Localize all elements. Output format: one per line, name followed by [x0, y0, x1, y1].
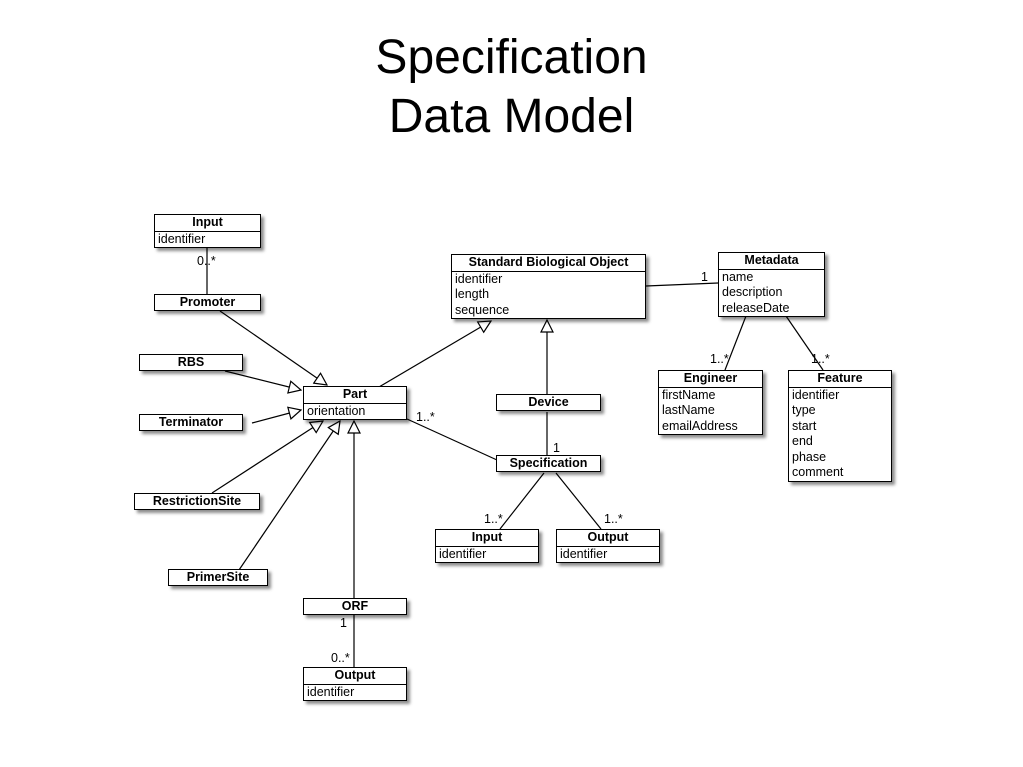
class-feature: Feature identifier type start end phase … [788, 370, 892, 482]
class-attribute: orientation [307, 403, 366, 418]
class-output-bottom: Output identifier [303, 667, 407, 701]
page-title: Specification Data Model [0, 28, 1023, 146]
class-name: Output [304, 668, 406, 685]
class-attribute: start [792, 418, 817, 433]
class-name: Standard Biological Object [452, 255, 645, 272]
class-name: PrimerSite [186, 570, 250, 584]
class-standard-biological-object: Standard Biological Object identifier le… [451, 254, 646, 319]
class-name: RBS [177, 355, 205, 369]
class-part: Part orientation [303, 386, 407, 420]
assoc-metadata-engineer [724, 315, 747, 371]
class-spec-input: Input identifier [435, 529, 539, 563]
class-attribute: identifier [455, 271, 503, 286]
class-name: Terminator [158, 415, 224, 429]
class-name: Input [155, 215, 260, 232]
class-attribute: comment [792, 465, 844, 479]
title-line-2: Data Model [388, 90, 635, 143]
class-engineer: Engineer firstName lastName emailAddress [658, 370, 763, 435]
gen-rbs-part [224, 370, 301, 390]
multiplicity-sbo-metadata: 1 [701, 270, 708, 284]
class-rbs: RBS [139, 354, 243, 371]
class-name: Part [304, 387, 406, 404]
multiplicity-metadata-engineer: 1..* [710, 352, 729, 366]
class-attribute: identifier [792, 387, 840, 402]
class-name: RestrictionSite [152, 494, 242, 508]
gen-restrictionsite-part [211, 421, 323, 494]
class-name: ORF [341, 599, 369, 613]
class-name: Input [436, 530, 538, 547]
class-specification: Specification [496, 455, 601, 472]
assoc-sbo-metadata [645, 282, 719, 287]
class-metadata: Metadata name description releaseDate [718, 252, 825, 317]
multiplicity-device-specification: 1 [553, 441, 560, 455]
class-name: Metadata [719, 253, 824, 270]
multiplicity-part-specification: 1..* [416, 410, 435, 424]
class-name: Device [528, 395, 569, 409]
class-attribute: length [455, 287, 490, 301]
class-orf: ORF [303, 598, 407, 615]
class-restriction-site: RestrictionSite [134, 493, 260, 510]
class-attribute: emailAddress [662, 418, 738, 433]
multiplicity-orf-end: 1 [340, 616, 347, 630]
assoc-spec-output [555, 472, 602, 530]
class-attribute: description [722, 285, 783, 299]
assoc-part-specification [406, 418, 498, 461]
class-input-top: Input identifier [154, 214, 261, 248]
gen-promoter-part [219, 310, 327, 385]
gen-primersite-part [238, 421, 340, 571]
class-attribute: identifier [158, 231, 206, 246]
class-name: Engineer [659, 371, 762, 388]
class-spec-output: Output identifier [556, 529, 660, 563]
class-attribute: type [792, 403, 816, 417]
class-attribute: identifier [560, 546, 608, 561]
class-attribute: identifier [439, 546, 487, 561]
class-attribute: identifier [307, 684, 355, 699]
multiplicity-input-promoter: 0..* [197, 254, 216, 268]
gen-part-sbo [378, 321, 491, 388]
class-attribute: sequence [455, 302, 510, 317]
class-device: Device [496, 394, 601, 411]
multiplicity-spec-input: 1..* [484, 512, 503, 526]
multiplicity-orf-output: 0..* [331, 651, 350, 665]
gen-terminator-part [251, 410, 301, 424]
class-promoter: Promoter [154, 294, 261, 311]
class-name: Feature [789, 371, 891, 388]
multiplicity-spec-output: 1..* [604, 512, 623, 526]
class-attribute: end [792, 434, 813, 448]
title-line-1: Specification [375, 31, 648, 84]
class-primer-site: PrimerSite [168, 569, 268, 586]
class-name: Promoter [179, 295, 236, 309]
class-attribute: firstName [662, 387, 716, 402]
class-attribute: releaseDate [722, 300, 790, 315]
class-attribute: phase [792, 449, 827, 464]
class-attribute: name [722, 269, 754, 284]
assoc-spec-input [499, 472, 545, 530]
class-name: Specification [509, 456, 588, 470]
class-name: Output [557, 530, 659, 547]
assoc-metadata-feature [785, 315, 824, 371]
multiplicity-metadata-feature: 1..* [811, 352, 830, 366]
class-attribute: lastName [662, 403, 715, 417]
class-terminator: Terminator [139, 414, 243, 431]
